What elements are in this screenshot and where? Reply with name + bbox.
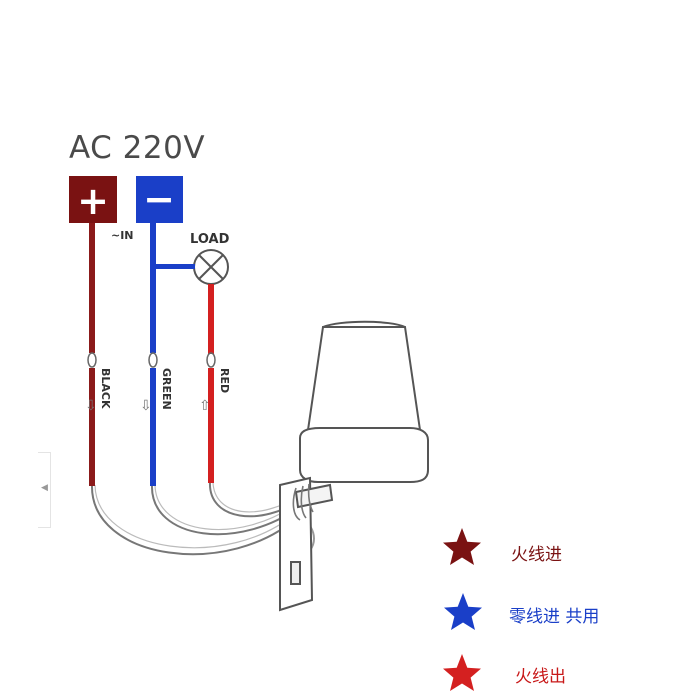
down-arrow-icon: ⇩: [85, 398, 97, 414]
star-icon: [444, 593, 482, 630]
green-wire-label: GREEN: [160, 368, 173, 410]
legend-neutral-in-shared: 零线进 共用: [509, 607, 600, 627]
green-wire-bend-inner: [154, 484, 300, 531]
left-arrow-icon: ◀: [41, 483, 48, 493]
green-wire-connector: [148, 352, 158, 368]
sensor-mount-bracket: [279, 476, 314, 612]
black-wire-bend: [90, 484, 301, 556]
green-wire-branch: [153, 264, 195, 269]
sensor-mount-slot: [290, 561, 301, 585]
black-wire-label: BLACK: [99, 368, 112, 409]
red-wire-upper: [208, 284, 214, 354]
minus-terminal-symbol: −: [143, 177, 175, 221]
red-wire-connector: [206, 352, 216, 368]
sensor-dome: [306, 326, 422, 431]
star-icon: [443, 654, 481, 691]
black-wire-bend-inner: [94, 484, 298, 549]
side-scroll-tab[interactable]: ◀: [38, 452, 51, 528]
sensor-lead-2: [300, 485, 307, 519]
down-arrow-icon: ⇩: [140, 398, 152, 414]
green-wire-upper: [150, 223, 156, 353]
legend-live-in: 火线进: [511, 545, 562, 565]
green-wire-lower: [150, 368, 156, 486]
sensor-dome-rim: [322, 320, 406, 328]
star-icon: [443, 528, 481, 565]
black-wire-lower: [89, 368, 95, 486]
black-wire-connector: [87, 352, 97, 368]
black-wire-upper: [89, 223, 95, 353]
red-wire-label: RED: [218, 368, 231, 393]
green-wire-bend: [150, 484, 303, 536]
up-arrow-icon: ⇧: [199, 398, 211, 414]
plus-terminal-symbol: +: [77, 179, 109, 223]
voltage-title: AC 220V: [69, 130, 206, 166]
sensor-body: [299, 427, 429, 483]
photo-sensor: [279, 320, 429, 612]
sensor-lead-3: [307, 483, 314, 513]
red-wire-lower: [208, 368, 214, 483]
load-lamp-cross-2: [198, 254, 224, 280]
sensor-lead-1: [292, 487, 301, 521]
legend-live-out: 火线出: [515, 667, 566, 687]
in-label: ~IN: [111, 229, 134, 242]
plus-terminal: [69, 176, 117, 223]
sensor-mount-flange: [294, 483, 334, 509]
load-label: LOAD: [190, 232, 230, 247]
minus-terminal: [136, 176, 183, 223]
